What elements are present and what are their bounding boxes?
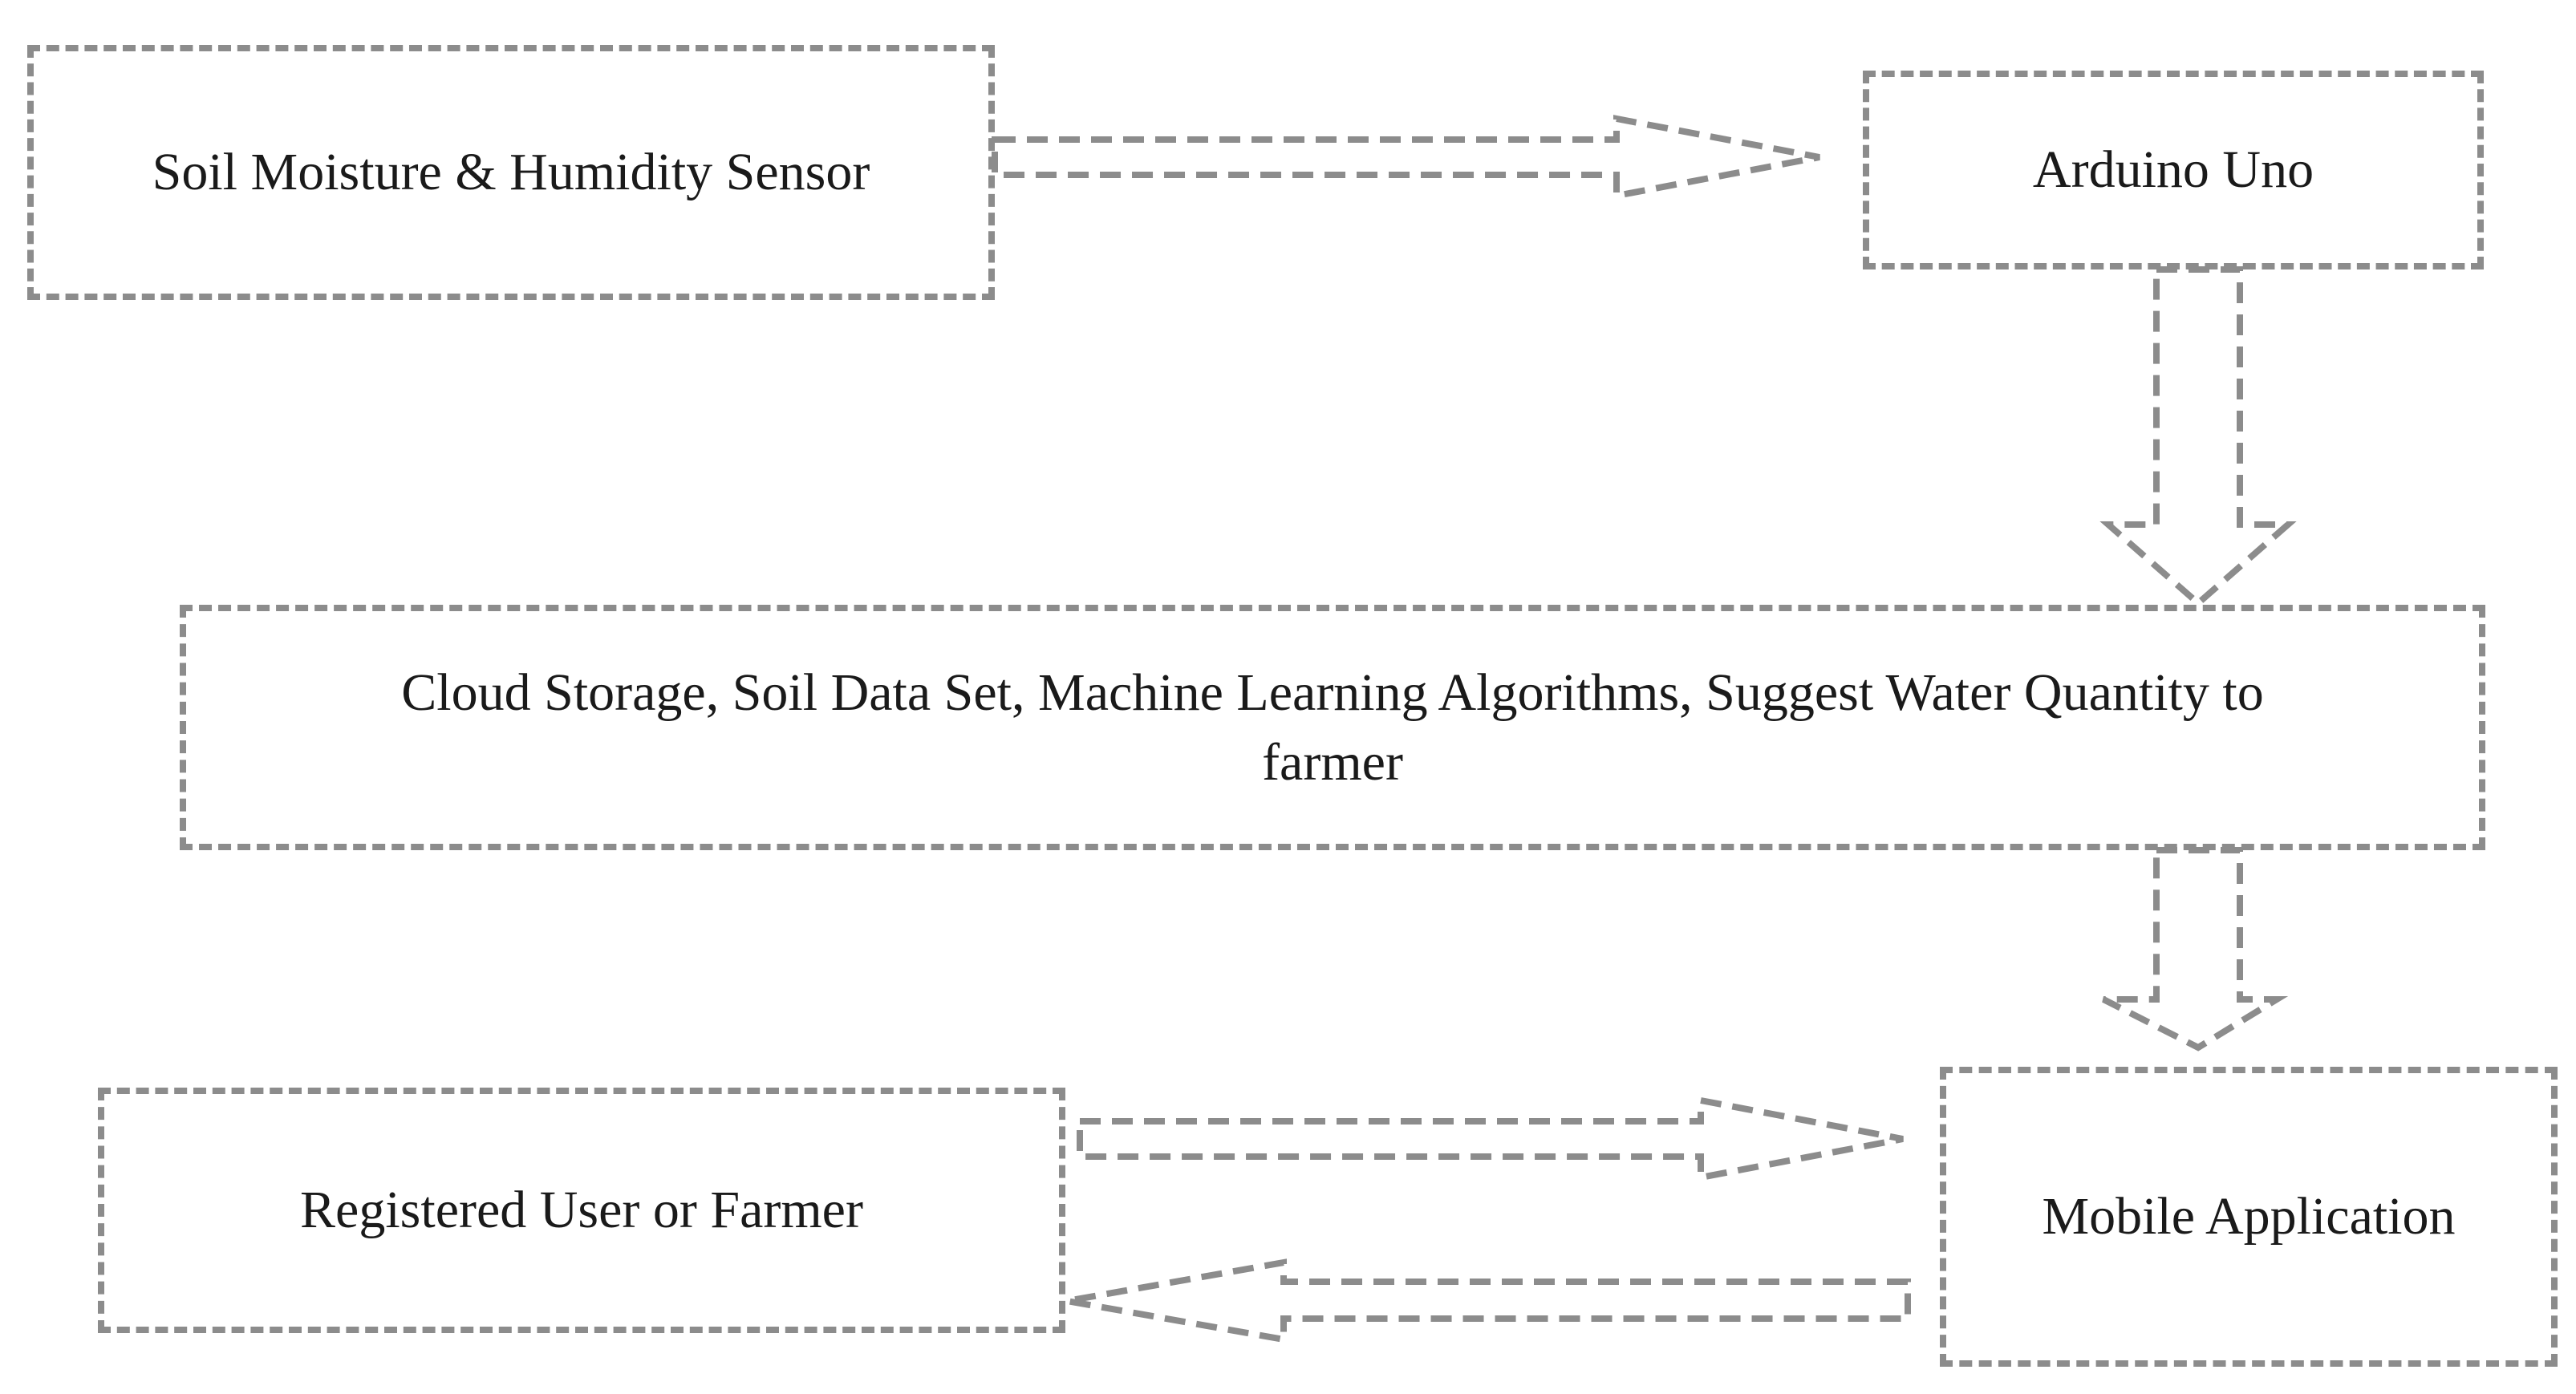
node-arduino-uno: Arduino Uno xyxy=(1863,71,2484,269)
arrow-mobile-to-user xyxy=(1066,1258,1911,1343)
arrow-user-to-mobile xyxy=(1077,1096,1904,1181)
node-cloud-storage: Cloud Storage, Soil Data Set, Machine Le… xyxy=(180,605,2485,850)
node-mobile-application: Mobile Application xyxy=(1940,1067,2558,1367)
arrow-cloud-to-mobile xyxy=(2102,847,2289,1052)
arrow-arduino-to-cloud xyxy=(2099,266,2297,608)
node-label: Registered User or Farmer xyxy=(300,1181,863,1240)
node-registered-user: Registered User or Farmer xyxy=(98,1088,1065,1333)
arrow-sensor-to-arduino xyxy=(992,115,1820,200)
node-label: Cloud Storage, Soil Data Set, Machine Le… xyxy=(401,663,2264,792)
node-label: Mobile Application xyxy=(2042,1187,2456,1246)
node-label: Arduino Uno xyxy=(2032,140,2314,200)
node-label: Soil Moisture & Humidity Sensor xyxy=(152,143,870,202)
node-soil-moisture-humidity-sensor: Soil Moisture & Humidity Sensor xyxy=(27,45,995,300)
